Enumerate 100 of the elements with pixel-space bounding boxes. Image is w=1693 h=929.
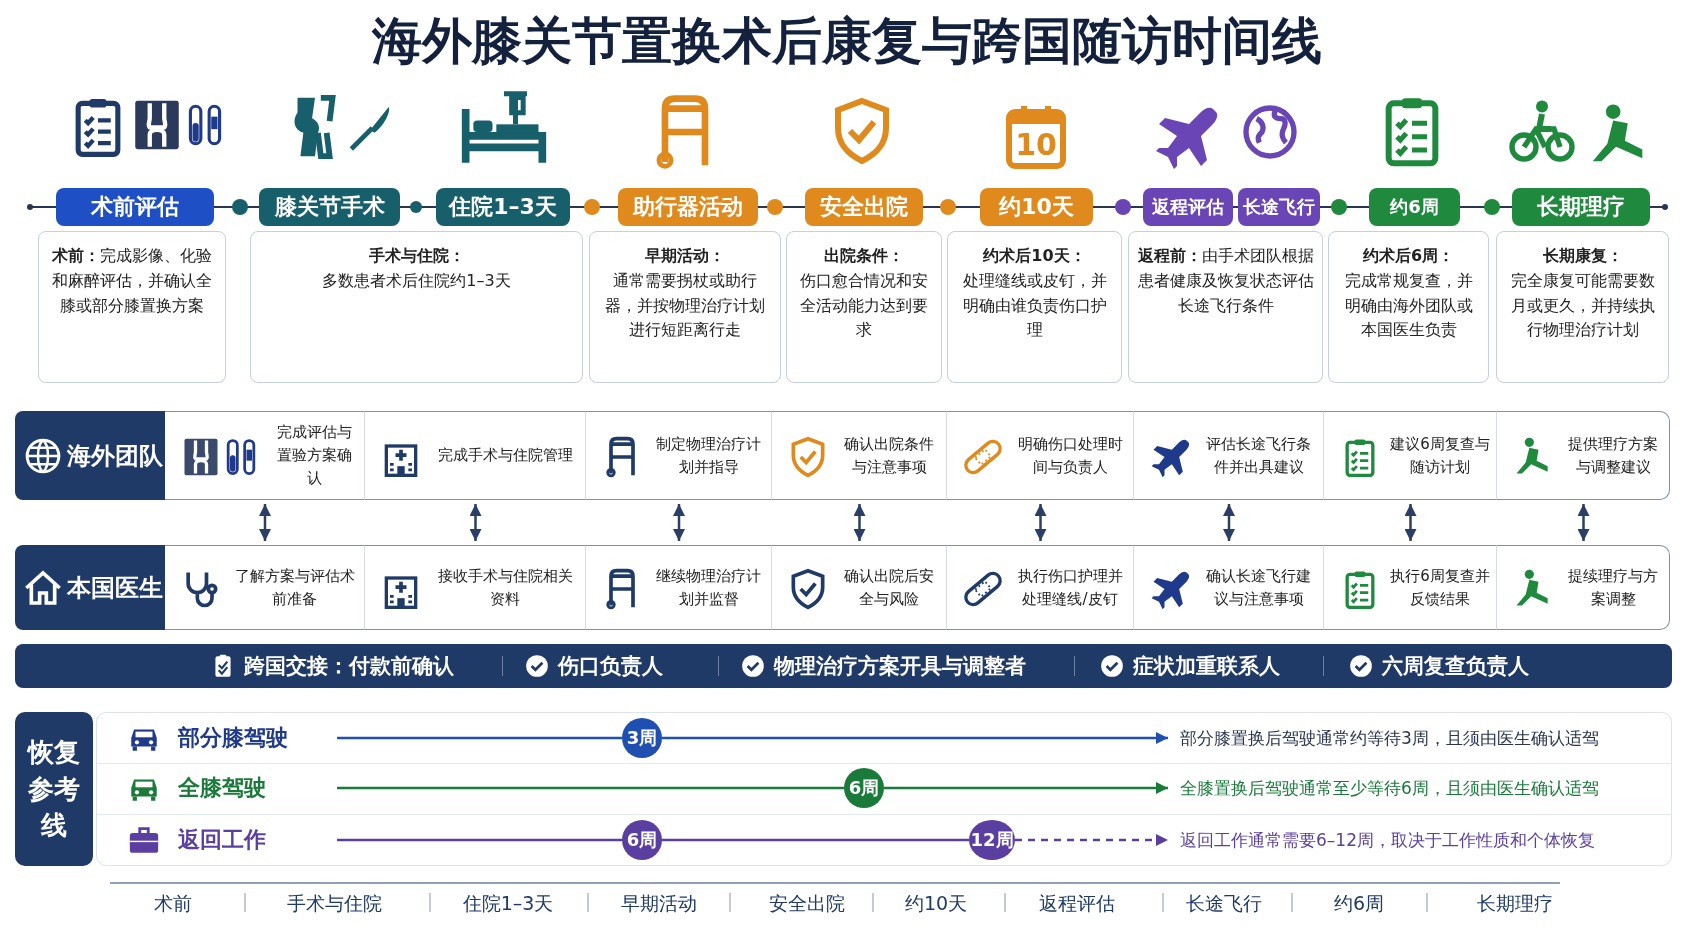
handoff-item: 伤口负责人 xyxy=(558,653,663,680)
info-card xyxy=(38,231,226,383)
phase-label: 返程评估 xyxy=(1143,188,1233,226)
row-header xyxy=(15,545,165,630)
row-label: 返回工作 xyxy=(178,825,266,854)
cell-text: 继续物理治疗计划并监督 xyxy=(655,565,762,610)
handoff-item: 症状加重联系人 xyxy=(1133,653,1280,680)
axis-label: 返程评估 xyxy=(1039,890,1115,916)
section-label: 恢复参考线 xyxy=(15,712,93,866)
arrow xyxy=(853,504,866,541)
axis-label: 长期理疗 xyxy=(1477,890,1553,916)
arrow xyxy=(1034,504,1047,541)
row-label: 部分膝驾驶 xyxy=(178,723,288,752)
card-text: 伤口愈合情况和安全活动能力达到要求 xyxy=(799,269,929,342)
arrow xyxy=(884,782,1168,794)
role-cell xyxy=(1134,411,1324,500)
axis-label: 长途飞行 xyxy=(1186,890,1262,916)
cell-text: 完成手术与住院管理 xyxy=(436,444,574,466)
cell-text: 执行伤口护理并处理缝线/皮钉 xyxy=(1016,565,1124,610)
card-heading: 长期康复： xyxy=(1541,245,1624,267)
cell-text: 了解方案与评估术前准备 xyxy=(233,565,356,610)
arrow xyxy=(673,504,685,541)
cell-text: 明确伤口处理时间与负责人 xyxy=(1016,433,1124,478)
phase-label: 术前评估 xyxy=(56,188,214,226)
info-card xyxy=(589,231,781,383)
row-label: 全膝驾驶 xyxy=(178,773,266,802)
arrow xyxy=(1577,504,1590,541)
arrow xyxy=(469,504,482,541)
role-cell xyxy=(772,545,947,630)
phase-label: 约10天 xyxy=(980,188,1093,226)
note-text: 返回工作通常需要6–12周，取决于工作性质和个体恢复 xyxy=(1180,828,1670,852)
handoff-bar xyxy=(15,644,1672,688)
title: 海外膝关节置换术后康复与跨国随访时间线 xyxy=(370,11,1323,72)
info-card xyxy=(250,231,583,383)
role-cell xyxy=(1324,411,1497,500)
card-heading: 约术后10天： xyxy=(982,245,1087,267)
card-heading: 出院条件： xyxy=(823,245,905,267)
info-card xyxy=(786,231,942,383)
phase-label: 安全出院 xyxy=(805,188,923,226)
arrow xyxy=(1404,504,1417,541)
role-cell xyxy=(1497,545,1670,630)
cell-text: 制定物理治疗计划并指导 xyxy=(655,433,762,478)
handoff-item: 物理治疗方案开具与调整者 xyxy=(774,653,1026,680)
role-cell xyxy=(1497,411,1670,500)
axis-label: 约10天 xyxy=(904,890,968,916)
role-cell xyxy=(165,411,365,500)
info-card xyxy=(947,231,1122,383)
info-card xyxy=(1328,231,1489,383)
card-text: 完全康复可能需要数月或更久，并持续执行物理治疗计划 xyxy=(1509,269,1656,342)
cell-text: 提供理疗方案与调整建议 xyxy=(1567,433,1659,478)
cell-text: 建议6周复查与随访计划 xyxy=(1390,433,1490,478)
cell-text: 提续理疗与方案调整 xyxy=(1567,565,1659,610)
connector-line xyxy=(337,838,622,842)
role-cell xyxy=(947,545,1134,630)
cell-text: 确认出院后安全与风险 xyxy=(843,565,935,610)
arrow xyxy=(662,732,1168,744)
axis-label: 安全出院 xyxy=(769,890,845,916)
arrow xyxy=(1223,504,1235,541)
row-header-text: 海外团队 xyxy=(67,440,163,472)
role-cell xyxy=(947,411,1134,500)
card-text: 多数患者术后住院约1–3天 xyxy=(321,269,512,292)
cell-text: 确认长途飞行建议与注意事项 xyxy=(1205,565,1312,610)
axis-label: 早期活动 xyxy=(621,890,697,916)
handoff-item: 六周复查负责人 xyxy=(1382,653,1529,680)
card-text: 完成常规复查，并明确由海外团队或本国医生负责 xyxy=(1343,269,1474,342)
row-header-text: 本国医生 xyxy=(67,572,163,604)
arrow xyxy=(259,504,271,541)
phase-label: 膝关节手术 xyxy=(259,188,400,226)
arrow xyxy=(1015,834,1168,846)
role-cell xyxy=(365,411,586,500)
card-text: 返程前：由手术团队根据患者健康及恢复状态评估长途飞行条件 xyxy=(1137,245,1314,317)
calendar-date: 10 xyxy=(1015,126,1057,164)
card-heading: 约术后6周： xyxy=(1361,245,1456,267)
card-heading: 手术与住院： xyxy=(367,245,466,267)
cell-text: 确认出院条件与注意事项 xyxy=(843,433,935,478)
connector-line xyxy=(662,838,969,842)
card-text: 通常需要拐杖或助行器，并按物理治疗计划进行短距离行走 xyxy=(604,269,766,342)
cell-text: 执行6周复查并反馈结果 xyxy=(1390,565,1490,610)
axis-label: 约6周 xyxy=(1333,890,1385,916)
role-cell xyxy=(1324,545,1497,630)
role-cell xyxy=(586,411,772,500)
handoff-item: 跨国交接：付款前确认 xyxy=(244,653,454,680)
role-cell xyxy=(772,411,947,500)
phase-label: 助行器活动 xyxy=(618,188,758,226)
card-heading: 早期活动： xyxy=(644,245,726,267)
phase-label: 约6周 xyxy=(1369,188,1460,226)
phase-label: 长途飞行 xyxy=(1238,188,1320,226)
role-cell xyxy=(1134,545,1324,630)
note-text: 部分膝置换后驾驶通常约等待3周，且须由医生确认适驾 xyxy=(1180,726,1670,750)
axis-label: 手术与住院 xyxy=(286,890,382,916)
cell-text: 完成评估与置验方案确认 xyxy=(276,421,353,490)
cell-text: 评估长途飞行条件并出具建议 xyxy=(1205,433,1312,478)
note-text: 全膝置换后驾驶通常至少等待6周，且须由医生确认适驾 xyxy=(1180,776,1670,800)
row-header xyxy=(15,411,165,500)
role-cell xyxy=(365,545,586,630)
phase-label: 住院1–3天 xyxy=(436,188,570,226)
role-cell xyxy=(586,545,772,630)
connector-line xyxy=(337,736,622,740)
card-text: 处理缝线或皮钉，并明确由谁负责伤口护理 xyxy=(961,269,1108,342)
phase-label: 长期理疗 xyxy=(1512,188,1650,226)
